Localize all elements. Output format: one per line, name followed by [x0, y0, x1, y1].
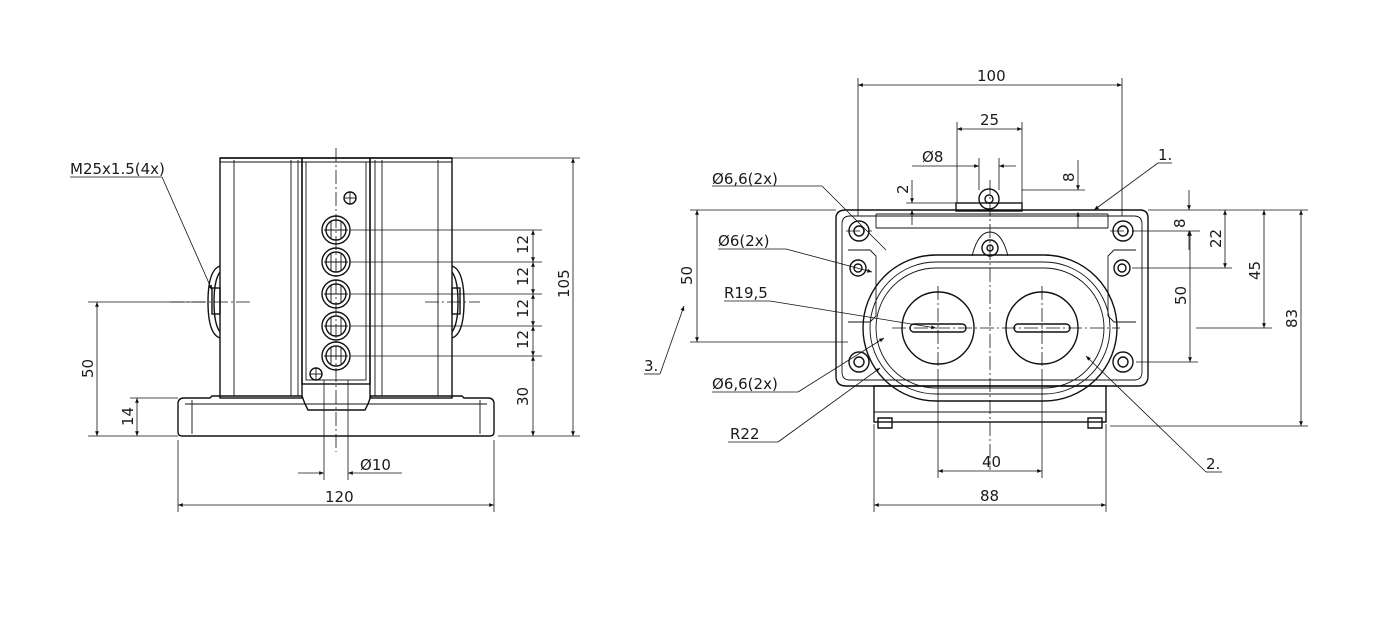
dim-right-83-label: 83	[1283, 309, 1301, 328]
dim-width-top-label: 100	[977, 67, 1006, 85]
dim-left-vertical-label: 50	[678, 266, 696, 285]
callout-2-label: 2.	[1206, 455, 1220, 473]
top-view: 100 25 Ø8 2 8 1. Ø6,6(2x) Ø6(2x)	[644, 67, 1308, 512]
dim-hole-dia-label: Ø10	[360, 456, 391, 474]
side-view: M25x1.5(4x) 120 Ø10 105 12 12 12 12 30	[70, 148, 580, 512]
dim-pitch-2-label: 12	[514, 267, 532, 286]
dim-pitch-4-label: 12	[514, 330, 532, 349]
dim-right-50-label: 50	[1172, 286, 1190, 305]
dim-width-label: 120	[325, 488, 354, 506]
callout-3-label: 3.	[644, 357, 658, 375]
dim-width-bottom-label: 88	[980, 487, 999, 505]
hole-note-mid-label: Ø6(2x)	[718, 232, 769, 250]
thread-note-label: M25x1.5(4x)	[70, 160, 165, 178]
hole-note-bottom-label: Ø6,6(2x)	[712, 375, 778, 393]
dim-pin-spacing-label: 25	[980, 111, 999, 129]
dim-bottom-to-button-label: 30	[514, 387, 532, 406]
dim-height-total-label: 105	[555, 269, 573, 298]
dim-right-8-label: 8	[1171, 218, 1189, 228]
dim-pitch-3-label: 12	[514, 299, 532, 318]
dim-small-8-label: 8	[1060, 172, 1078, 182]
dim-pin-dia-label: Ø8	[922, 148, 943, 166]
radius-outer-label: R22	[730, 425, 760, 443]
dim-right-45-label: 45	[1246, 261, 1264, 280]
radius-inner-label: R19,5	[724, 284, 768, 302]
dim-small-2-label: 2	[894, 184, 912, 194]
callout-1-label: 1.	[1158, 146, 1172, 164]
dim-right-22-label: 22	[1207, 229, 1225, 248]
dim-base-thickness-label: 14	[119, 407, 137, 426]
dim-center-spacing-label: 40	[982, 453, 1001, 471]
hole-note-top-label: Ø6,6(2x)	[712, 170, 778, 188]
dim-axis-height-label: 50	[79, 359, 97, 378]
dim-pitch-1-label: 12	[514, 235, 532, 254]
